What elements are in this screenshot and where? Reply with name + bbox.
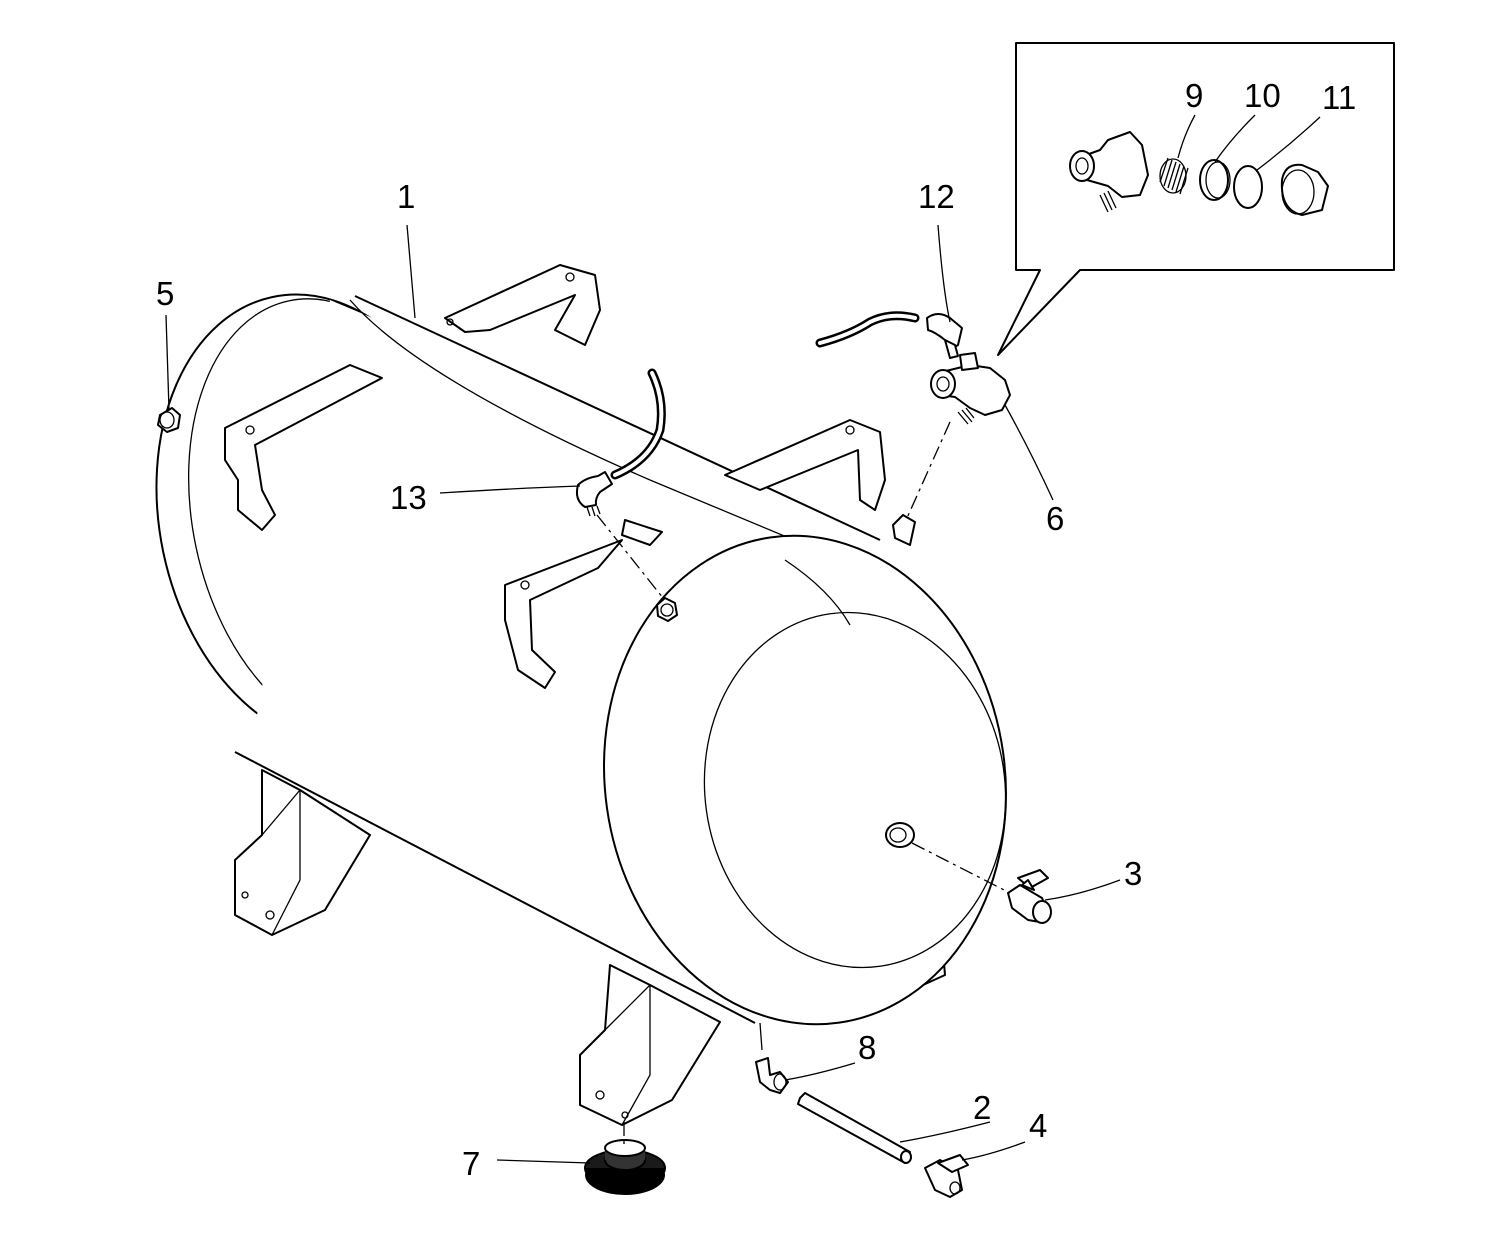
part-12-hose bbox=[815, 311, 920, 348]
part-3-ball-valve bbox=[1007, 869, 1052, 924]
part-9-spring bbox=[1159, 157, 1189, 195]
callout-5: 5 bbox=[156, 275, 174, 312]
top-bracket-left bbox=[224, 364, 383, 531]
breather-tube bbox=[610, 368, 666, 480]
part-7-rubber-foot bbox=[584, 1139, 666, 1195]
top-bracket-rear bbox=[444, 264, 601, 346]
part-5-plug bbox=[157, 407, 181, 433]
part-13-elbow-fitting bbox=[575, 471, 613, 517]
part-8-elbow bbox=[755, 1057, 789, 1094]
part-2-drain-tube bbox=[797, 1092, 912, 1164]
detail-inset bbox=[997, 42, 1395, 356]
callout-7: 7 bbox=[462, 1145, 480, 1182]
callout-8: 8 bbox=[858, 1029, 876, 1066]
part-6-axis bbox=[906, 421, 951, 519]
inset-cap bbox=[1280, 163, 1329, 216]
leader-lines bbox=[165, 114, 1321, 1164]
part-10-disc bbox=[1199, 159, 1231, 201]
rear-lower-leg bbox=[234, 769, 371, 936]
top-bracket-center bbox=[504, 519, 663, 689]
tank-port-top bbox=[656, 597, 678, 622]
air-tank bbox=[155, 293, 1007, 1051]
callout-4: 4 bbox=[1029, 1107, 1047, 1144]
callout-1: 1 bbox=[397, 178, 415, 215]
callout-3: 3 bbox=[1124, 855, 1142, 892]
part-11-o-ring bbox=[1233, 165, 1263, 209]
top-bracket-front bbox=[724, 419, 886, 511]
callout-9: 9 bbox=[1185, 77, 1203, 114]
callout-2: 2 bbox=[973, 1089, 991, 1126]
callout-12: 12 bbox=[918, 178, 955, 215]
callout-11: 11 bbox=[1322, 79, 1356, 116]
front-left-lower-leg bbox=[579, 964, 721, 1126]
callout-6: 6 bbox=[1046, 500, 1064, 537]
callout-labels: 1 2 3 4 5 6 7 8 9 10 11 12 13 bbox=[156, 77, 1356, 1182]
part-6-check-valve bbox=[930, 352, 1011, 425]
part-13-axis bbox=[596, 514, 664, 599]
callout-10: 10 bbox=[1244, 77, 1281, 114]
part-12-elbow-fitting bbox=[926, 313, 963, 359]
part-4-drain-valve bbox=[924, 1154, 969, 1198]
inset-valve-body bbox=[1069, 131, 1149, 213]
tank-top-fitting bbox=[892, 514, 916, 546]
part-3-axis bbox=[911, 842, 1011, 894]
callout-13: 13 bbox=[390, 479, 427, 516]
